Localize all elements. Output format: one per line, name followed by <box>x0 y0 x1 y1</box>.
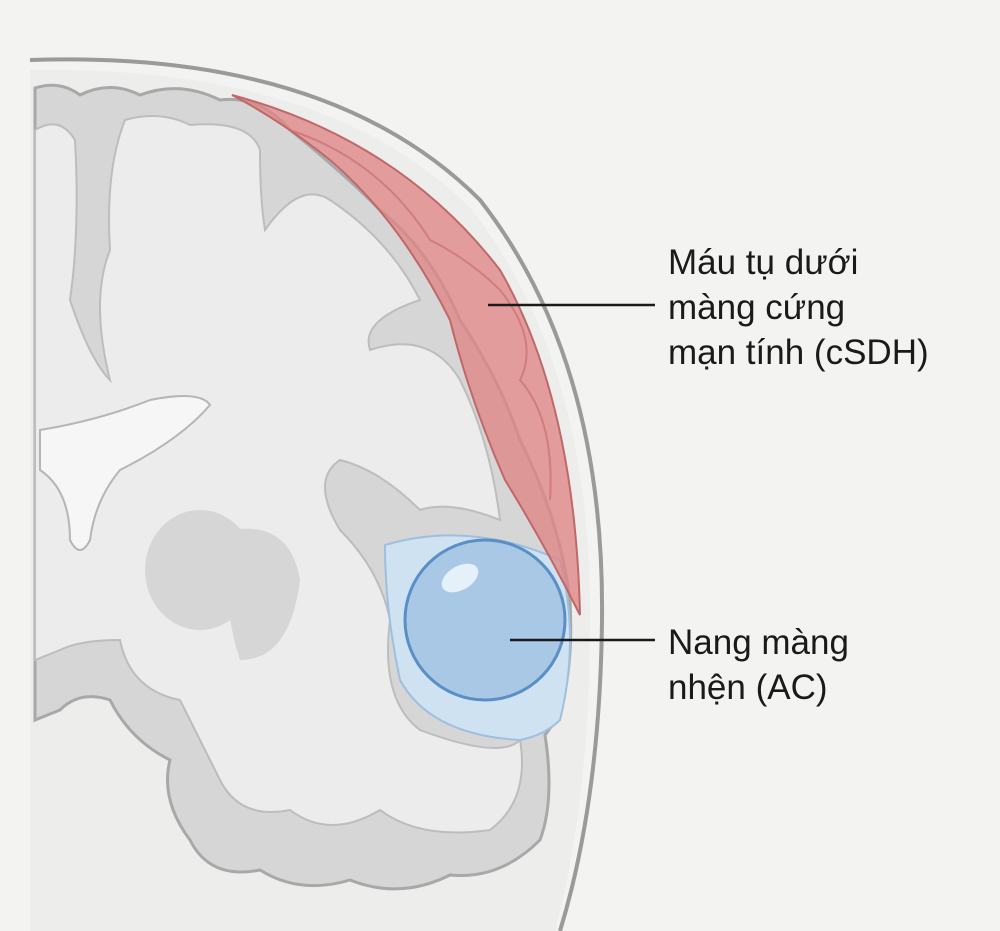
hematoma-membrane <box>289 129 552 501</box>
basal-ganglia <box>145 510 255 630</box>
arachnoid-cyst <box>403 538 567 702</box>
ac-label-line: Nang màng <box>668 623 849 662</box>
cyst-highlight <box>441 563 479 593</box>
chronic-subdural-hematoma <box>231 94 581 616</box>
skull-outline <box>29 57 605 931</box>
csdh-label-line: Máu tụ dưới <box>668 243 859 282</box>
lateral-ventricle <box>39 395 212 551</box>
ac-label-line: nhện (AC) <box>668 668 828 707</box>
csdh-label: Máu tụ dưới màng cứng mạn tính (cSDH) <box>668 240 929 375</box>
white-matter <box>34 115 523 834</box>
thalamus <box>226 528 300 660</box>
ac-label: Nang màng nhện (AC) <box>668 620 849 710</box>
csdh-label-line: mạn tính (cSDH) <box>668 333 929 372</box>
csdh-label-line: màng cứng <box>668 288 846 327</box>
